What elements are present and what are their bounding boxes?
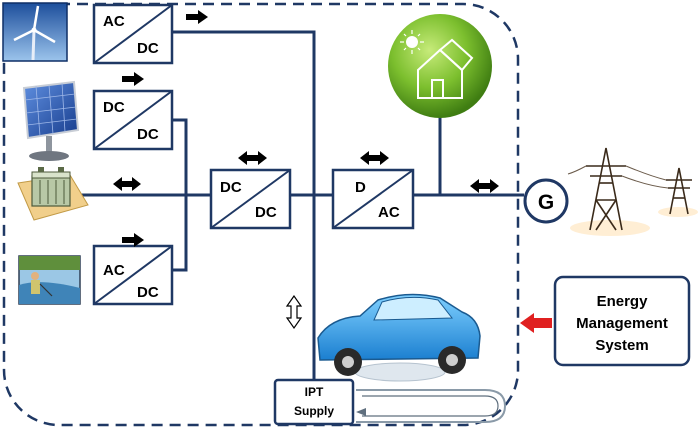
ipt-supply-line1: IPT (305, 385, 324, 399)
ems-arrow (520, 313, 552, 333)
converter-storage-top: DC (220, 179, 242, 196)
converter-solar-bottom: DC (137, 126, 159, 143)
battery-icon (17, 167, 89, 221)
ipt-supply-line2: Supply (294, 404, 334, 418)
double-arrow-icon (113, 177, 141, 191)
ems-line2: Management (576, 315, 668, 332)
converter-inverter: D AC (331, 168, 415, 230)
double-arrow-icon (238, 151, 267, 165)
ipt-track (356, 389, 507, 423)
converter-hydro-top: AC (103, 262, 125, 279)
converter-inverter-top: D (355, 179, 366, 196)
double-arrow-icon (470, 179, 499, 193)
bus-lines (80, 30, 524, 380)
converter-storage: DC DC (209, 168, 292, 230)
ipt-supply-box: IPT Supply (273, 378, 355, 426)
wind-turbine-icon (2, 2, 68, 62)
converter-inverter-bottom: AC (378, 204, 400, 221)
converter-solar-top: DC (103, 99, 125, 116)
microgrid-boundary (2, 2, 520, 427)
ems-line1: Energy (597, 293, 649, 310)
arrow-right-icon (122, 72, 144, 86)
ems-box: Energy Management System (553, 275, 691, 367)
flow-arrows (113, 10, 499, 330)
hydro-worker-icon (18, 255, 81, 305)
vertical-double-arrow-icon (285, 294, 303, 330)
grid-label: G (538, 191, 554, 214)
converter-wind-top: AC (103, 13, 125, 30)
converter-hydro: AC DC (92, 244, 174, 306)
power-tower-icon (567, 147, 698, 236)
converter-wind-bottom: DC (137, 40, 159, 57)
converter-solar: DC DC (92, 89, 174, 151)
solar-panel-icon (22, 80, 80, 161)
green-house-icon (388, 14, 492, 118)
grid-node: G (523, 178, 569, 224)
converter-storage-bottom: DC (255, 204, 277, 221)
converter-wind: AC DC (92, 3, 174, 65)
arrow-right-icon (122, 233, 144, 247)
converter-hydro-bottom: DC (137, 284, 159, 301)
ems-line3: System (595, 337, 648, 354)
arrow-right-icon (186, 10, 208, 24)
electric-car-icon (317, 293, 481, 382)
double-arrow-icon (360, 151, 389, 165)
